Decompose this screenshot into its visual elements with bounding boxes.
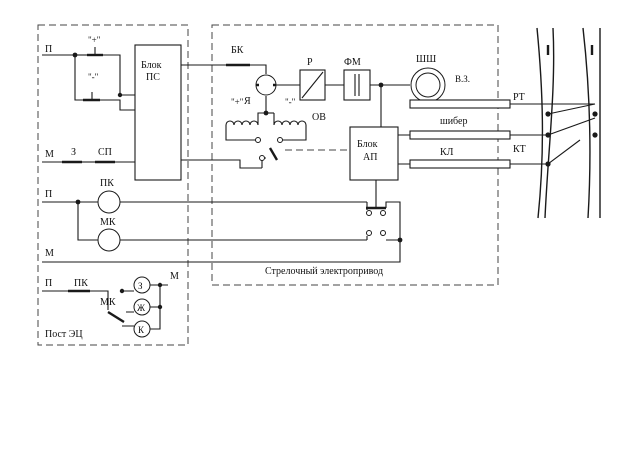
contact-sp-label: СП — [98, 147, 112, 158]
block-fm-label: ФМ — [344, 57, 361, 68]
contact-minus-label: "-" — [88, 72, 99, 82]
block-fm-clutch — [354, 74, 360, 96]
block-vz-label: В.З. — [455, 74, 470, 84]
field-contact-left — [255, 137, 261, 143]
wire-p-top — [42, 54, 83, 101]
contact-mk-post — [107, 310, 125, 324]
drive-frame — [211, 24, 499, 286]
wire-field-switch — [181, 157, 266, 169]
node-rod-3 — [545, 132, 551, 138]
ap-contact-2 — [380, 210, 386, 216]
terminal-m-bottom: М — [170, 271, 179, 282]
ap-contact-wires — [366, 201, 401, 241]
block-ps — [134, 44, 182, 181]
rail-left-outer — [536, 27, 544, 219]
field-winding-right — [273, 113, 307, 126]
field-winding-left — [225, 112, 266, 126]
block-shsh-label: ШШ — [416, 54, 436, 65]
gear-inner — [415, 72, 441, 98]
rod-shiber-label: шибер — [440, 116, 467, 127]
node-lamp-2 — [157, 304, 163, 310]
post-frame — [37, 24, 189, 346]
field-switch-blade — [268, 147, 279, 161]
terminal-m-mid: М — [45, 248, 54, 259]
link-shiber-rail — [547, 117, 596, 136]
node-pk-post — [119, 288, 125, 294]
block-r-diag — [301, 71, 324, 99]
terminal-p-bottom: П — [45, 278, 52, 289]
ap-contact-1 — [366, 210, 372, 216]
block-fm — [343, 69, 371, 101]
node-minus — [117, 92, 123, 98]
relay-pk-label: ПК — [100, 178, 114, 189]
node-rod-2 — [592, 111, 598, 117]
wire-minus-out — [91, 92, 135, 111]
node-rod-5 — [592, 132, 598, 138]
block-ap — [349, 126, 399, 181]
rail-right-inner — [582, 27, 591, 219]
node-lamp-1 — [157, 282, 163, 288]
rod-rt — [409, 99, 511, 109]
block-r-label: Р — [307, 57, 313, 68]
wire-bk-motor — [250, 64, 267, 74]
field-winding-label: ОВ — [312, 112, 326, 123]
rod-rt-label: РТ — [513, 92, 525, 103]
field-minus-label: "-" — [285, 97, 296, 107]
rod-shiber — [409, 130, 511, 140]
relay-pk-coil — [97, 190, 121, 214]
relay-mk-label: МК — [100, 217, 116, 228]
lamp-zh-label: Ж — [137, 303, 146, 313]
rod-kl — [409, 159, 511, 169]
block-ap-label-1: Блок — [357, 139, 378, 150]
lamp-k-label: К — [138, 325, 145, 335]
contact-mk-post-label: МК — [100, 297, 116, 308]
relay-mk-coil — [97, 228, 121, 252]
wire-pk-post — [90, 290, 109, 310]
wire-field-ends — [225, 125, 307, 141]
wire-p-mid-down — [77, 202, 98, 241]
block-ap-label-2: АП — [363, 152, 377, 163]
contact-bk-label: БК — [231, 45, 244, 56]
wire-m-mid — [42, 240, 401, 263]
drive-frame-label: Стрелочный электропривод — [265, 266, 383, 277]
motor-armature-label: Я — [244, 96, 251, 107]
rod-kl-label: КЛ — [440, 147, 454, 158]
post-frame-label: Пост ЭЦ — [45, 329, 83, 340]
block-ps-label-2: ПС — [146, 72, 160, 83]
contact-plus-label: "+" — [88, 35, 101, 45]
terminal-p-top: П — [45, 44, 52, 55]
field-plus-label: "+" — [231, 97, 244, 107]
link-cross — [547, 103, 596, 115]
field-contact-bottom — [259, 155, 265, 161]
rail-left-inner — [544, 27, 555, 219]
contact-z-label: З — [71, 147, 76, 158]
terminal-p-mid: П — [45, 189, 52, 200]
wire-plus-out — [94, 47, 135, 96]
block-ps-label-1: Блок — [141, 60, 162, 71]
terminal-m-top: М — [45, 149, 54, 160]
lamp-z-label: З — [138, 281, 143, 291]
ap-to-rods — [398, 134, 410, 165]
field-contact-right — [277, 137, 283, 143]
ap-contact-3 — [366, 230, 372, 236]
node-rod-1 — [545, 111, 551, 117]
contact-pk-post-label: ПК — [74, 278, 88, 289]
rod-kt-label: КТ — [513, 144, 526, 155]
ap-contact-4 — [380, 230, 386, 236]
